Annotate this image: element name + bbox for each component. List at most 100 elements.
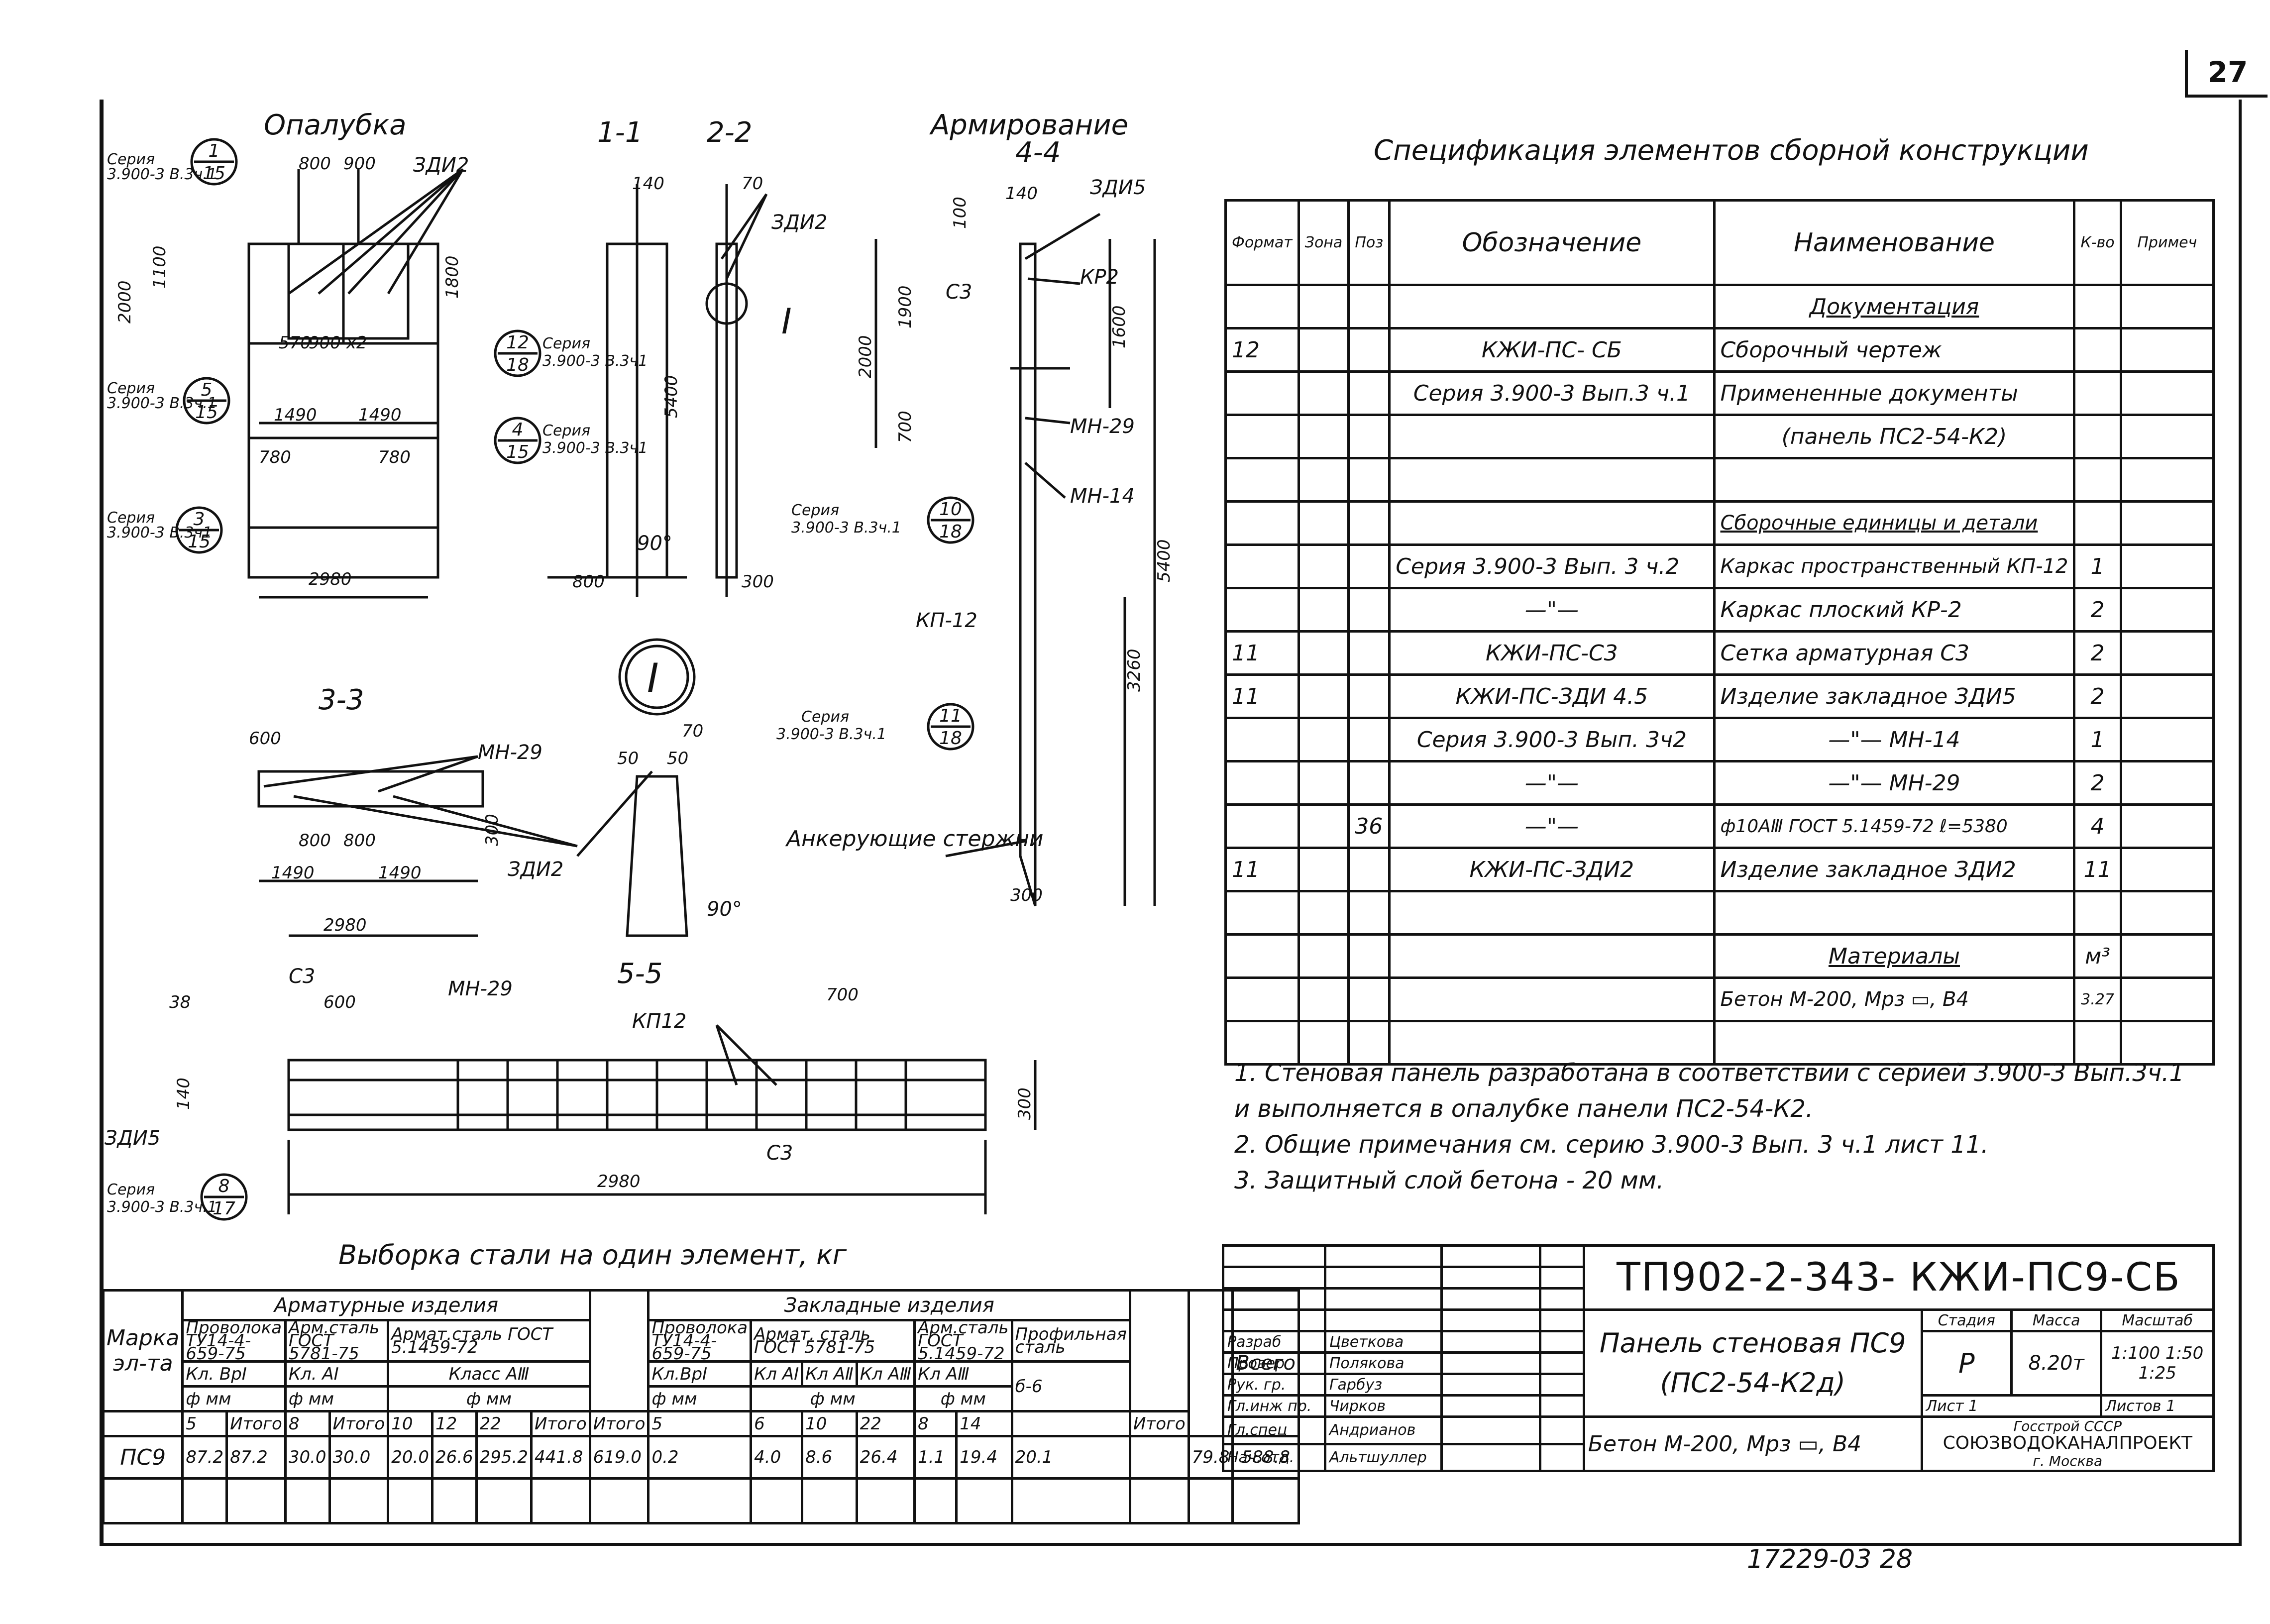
sheet-no: Лист 1 (1920, 1394, 2103, 1418)
steel-header-marka: Марка эл-та (102, 1289, 184, 1412)
drawing-name: Панель стеновая ПС9(ПС2-54-К2д) (1582, 1308, 1923, 1418)
dim: 50 (617, 749, 639, 768)
spec-header-note: Примеч (2119, 199, 2215, 286)
dim: 300 (482, 814, 502, 846)
dim: 140 (632, 174, 664, 194)
mark-mn14: МН-14 (1070, 485, 1135, 508)
label-node-I-ref: I (781, 301, 792, 342)
callout-num: 8 (218, 1176, 230, 1196)
callout-num: 15 (203, 163, 225, 184)
spec-row (1224, 890, 2215, 936)
dim: 38 (169, 992, 191, 1012)
mark-zdi5: ЗДИ5 (105, 1127, 160, 1150)
spec-row (1224, 457, 2215, 503)
dim: 800 (299, 831, 331, 851)
dim: 800 (343, 831, 376, 851)
note-1: 1. Стеновая панель разработана в соответ… (1234, 1059, 2184, 1087)
section-5-5-outline (287, 1059, 987, 1131)
callout-seria: Серия (107, 151, 155, 168)
dim: 140 (174, 1078, 194, 1110)
callout-num: 4 (512, 420, 524, 440)
dim: 800 (299, 154, 331, 174)
dim: 900 х2 (309, 333, 367, 353)
drawing-code: ТП902-2-343- КЖИ-ПС9-СБ (1582, 1244, 2215, 1311)
mark-zdi5: ЗДИ5 (1090, 176, 1146, 199)
callout-num: 17 (213, 1198, 235, 1219)
dim: 900 (343, 154, 376, 174)
note-2: 2. Общие примечания см. серию 3.900-3 Вы… (1234, 1131, 1989, 1159)
mark-zdi2: ЗДИ2 (413, 154, 469, 177)
material: Бетон М-200, Мрз ▭, В4 (1582, 1415, 1923, 1472)
mark-c3: С3 (289, 965, 315, 988)
spec-row: Документация (1224, 284, 2215, 329)
callout-ref: 3.900-3 В.3ч1 (107, 524, 212, 541)
scale-header: Масштаб (2100, 1308, 2215, 1332)
callout-seria: Серия (107, 380, 155, 397)
mark-zdi2: ЗДИ2 (771, 211, 827, 234)
spec-header-format: Формат (1224, 199, 1300, 286)
callout-num: 15 (506, 442, 529, 462)
stage-header: Стадия (1920, 1308, 2013, 1332)
callout-num: 11 (939, 706, 962, 726)
callout-num: 3 (194, 509, 205, 530)
dim: 1490 (378, 863, 422, 883)
scale: 1:100 1:50 1:25 (2100, 1330, 2215, 1397)
stage: Р (1920, 1330, 2013, 1397)
callout-num: 18 (506, 355, 529, 375)
callout-seria: Серия (107, 1181, 155, 1198)
dim: 780 (259, 447, 291, 467)
label-reinforcement: Армирование (929, 109, 1128, 141)
mark-c3: С3 (766, 1142, 793, 1165)
dim: 1490 (358, 405, 402, 425)
callout-ref: 3.900-3 В.3ч1 (542, 352, 648, 370)
dim: 50 (667, 749, 688, 768)
notes: 1. Стеновая панель разработана в соответ… (1234, 1055, 2184, 1198)
note-3: 3. Защитный слой бетона - 20 мм. (1234, 1167, 1664, 1194)
steel-table-title: Выборка стали на один элемент, кг (338, 1239, 847, 1271)
dim: 2000 (856, 335, 875, 378)
title-block: ТП902-2-343- КЖИ-ПС9-СБ Панель стеновая … (1222, 1244, 2215, 1472)
callout-ref: 3.900-3 В.3ч.1 (107, 166, 217, 183)
mark-c3: С3 (946, 281, 972, 304)
callout-num: 15 (195, 402, 218, 423)
callout-ref: 3.900-3 В.3ч1 (542, 439, 648, 457)
spec-header-zone: Зона (1297, 199, 1350, 286)
node-I-section (626, 775, 688, 937)
mark-kp12: КП12 (632, 1010, 686, 1033)
mark-zdi2: ЗДИ2 (508, 858, 563, 881)
callout-ref: 3.900-3 В.3ч.1 (776, 726, 886, 743)
callout-num: 15 (188, 532, 211, 552)
dim: 780 (378, 447, 411, 467)
label-section-1-1: 1-1 (597, 116, 643, 149)
spec-title: Спецификация элементов сборной конструкц… (1374, 134, 2089, 167)
sheet-number: 27 (2185, 50, 2268, 98)
steel-header-zaklad: Закладные изделия (647, 1289, 1131, 1321)
callout-seria: Серия (801, 708, 849, 726)
callout-num: 10 (939, 499, 962, 520)
dim: 300 (742, 572, 774, 592)
dim: 800 (572, 572, 605, 592)
mark-angle: 90° (637, 532, 672, 555)
node-I-circle (618, 638, 696, 716)
label-section-5-5: 5-5 (617, 958, 662, 990)
footer-code: 17229-03 28 (1747, 1544, 1913, 1574)
steel-table: Марка эл-та Арматурные изделия Закладные… (102, 1289, 1300, 1524)
dim: 1800 (442, 255, 462, 299)
callout-num: 18 (939, 522, 962, 542)
dim: 300 (1010, 885, 1043, 905)
label-section-4-4: 4-4 (1015, 136, 1061, 169)
dim: 70 (742, 174, 763, 194)
spec-row (1224, 1020, 2215, 1066)
callout-seria: Серия (542, 335, 590, 352)
spec-row: Сборочные единицы и детали (1224, 500, 2215, 546)
callout-ref: 3.900-3 В.3ч.1 (107, 1198, 217, 1216)
mark-mn29: МН-29 (448, 977, 513, 1000)
label-formwork: Опалубка (264, 109, 407, 141)
dim: 3260 (1124, 649, 1144, 692)
